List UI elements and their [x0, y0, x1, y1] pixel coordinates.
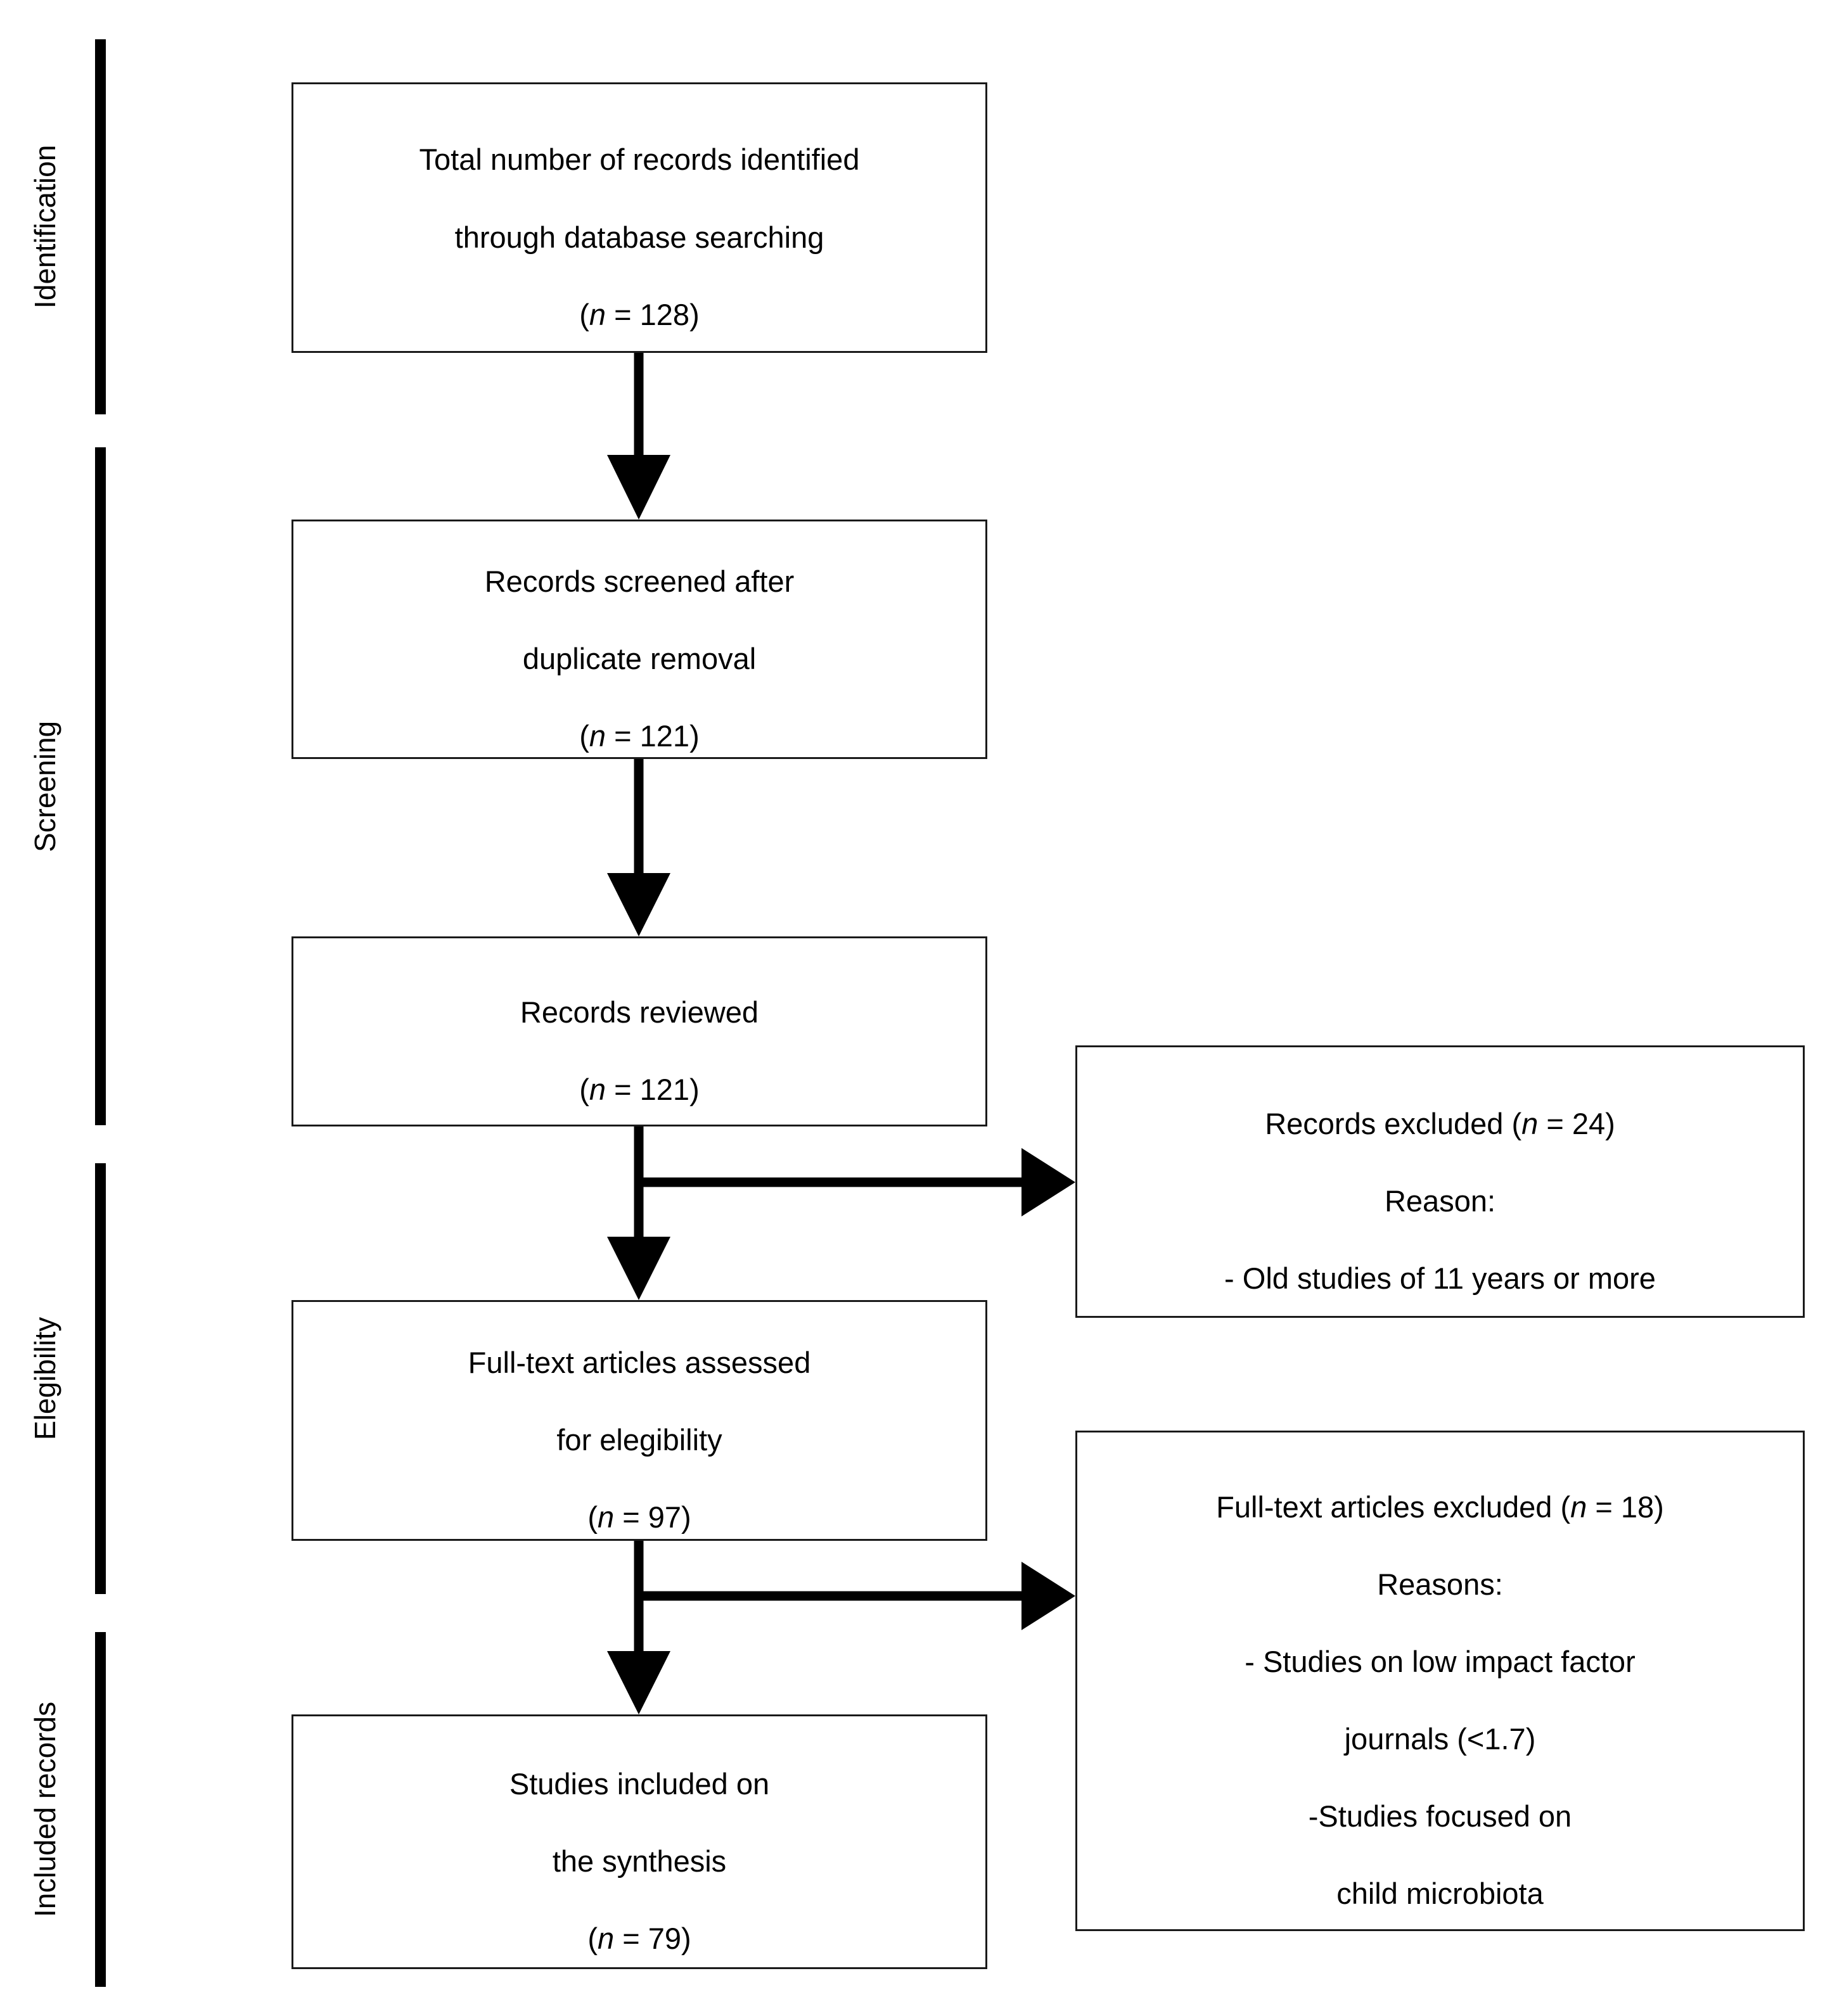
line-1: Full-text articles assessed [468, 1345, 811, 1379]
stage-bar-identification [95, 39, 106, 414]
box-records-reviewed: Records reviewed (n = 121) [291, 936, 987, 1126]
reason-2-cont: child microbiota [1336, 1877, 1544, 1911]
box-records-identified: Total number of records identified throu… [291, 82, 987, 353]
box-fulltext-assessed: Full-text articles assessed for elegibil… [291, 1300, 987, 1541]
line-1: Total number of records identified [419, 143, 860, 177]
arrow-identified-to-screened [607, 353, 670, 520]
line-1: Studies included on [509, 1766, 770, 1801]
count-line: (n = 121) [579, 719, 700, 753]
line-2: for elegibility [556, 1423, 722, 1457]
reasons-label: Reasons: [1377, 1567, 1503, 1601]
stage-label-identification: Identification [29, 144, 61, 309]
reasons-label: Reason: [1384, 1184, 1496, 1218]
box-records-excluded-text: Records excluded (n = 24) Reason: - Old … [1215, 1066, 1665, 1298]
reason-2: -Studies focused on [1308, 1799, 1572, 1834]
count-line: (n = 97) [587, 1500, 691, 1534]
line-2: the synthesis [552, 1844, 727, 1878]
stage-label-included: Included records [29, 1701, 61, 1918]
line-2: through database searching [454, 220, 824, 254]
box-records-identified-text: Total number of records identified throu… [411, 101, 869, 334]
line-1: Records reviewed [520, 995, 759, 1029]
box-records-screened: Records screened after duplicate removal… [291, 520, 987, 759]
arrow-screened-to-reviewed [607, 759, 670, 936]
stage-label-screening: Screening [29, 720, 61, 852]
box-fulltext-excluded: Full-text articles excluded (n = 18) Rea… [1075, 1431, 1805, 1931]
stage-bar-eligibility [95, 1163, 106, 1594]
count-line: (n = 79) [587, 1922, 691, 1956]
box-fulltext-excluded-text: Full-text articles excluded (n = 18) Rea… [1207, 1448, 1673, 1913]
arrow-fulltext-to-fulltext-excluded [639, 1562, 1075, 1630]
arrow-reviewed-to-records-excluded [639, 1148, 1075, 1216]
reason-1: - Old studies of 11 years or more [1224, 1261, 1656, 1296]
box-studies-included: Studies included on the synthesis (n = 7… [291, 1714, 987, 1969]
reason-1: - Studies on low impact factor [1245, 1644, 1636, 1678]
arrow-fulltext-to-included [607, 1541, 670, 1714]
box-records-screened-text: Records screened after duplicate removal… [476, 523, 804, 756]
box-studies-included-text: Studies included on the synthesis (n = 7… [501, 1726, 778, 1958]
box-records-reviewed-text: Records reviewed (n = 121) [511, 954, 767, 1109]
stage-label-eligibility: Elegibility [29, 1317, 61, 1441]
stage-bar-included [95, 1632, 106, 1987]
headline: Full-text articles excluded (n = 18) [1216, 1490, 1664, 1524]
line-1: Records screened after [484, 564, 795, 598]
line-2: duplicate removal [522, 642, 757, 675]
box-records-excluded: Records excluded (n = 24) Reason: - Old … [1075, 1045, 1805, 1318]
count-line: (n = 121) [579, 1073, 700, 1107]
count-line: (n = 128) [579, 297, 700, 331]
box-fulltext-assessed-text: Full-text articles assessed for elegibil… [459, 1305, 820, 1537]
headline: Records excluded (n = 24) [1265, 1106, 1615, 1140]
arrow-reviewed-to-fulltext [607, 1126, 670, 1300]
stage-bar-screening [95, 447, 106, 1125]
reason-1-cont: journals (<1.7) [1344, 1722, 1536, 1756]
